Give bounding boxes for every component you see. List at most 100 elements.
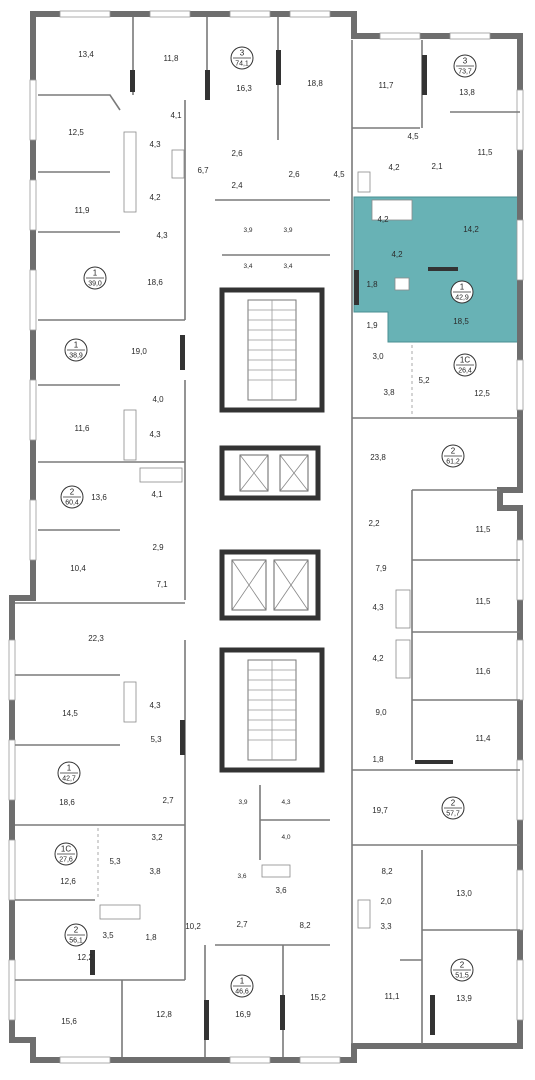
badge-area: 39,0	[88, 281, 102, 288]
room-area: 19,0	[131, 347, 147, 356]
room-area: 11,5	[478, 148, 494, 157]
room-area: 3,6	[275, 886, 287, 895]
room-area: 4,0	[152, 395, 164, 404]
badge-rooms: 1	[67, 764, 72, 773]
stair-core-top	[219, 287, 325, 413]
room-area: 4,5	[407, 132, 419, 141]
apartment-badge[interactable]: 1С 27,6	[54, 842, 78, 866]
room-area: 8,2	[299, 921, 311, 930]
room-area: 15,6	[61, 1017, 77, 1026]
room-area: 2,0	[380, 897, 392, 906]
room-area: 11,7	[379, 81, 395, 90]
badge-rooms: 1С	[61, 845, 71, 854]
badge-area: 61,2	[446, 459, 460, 466]
room-area: 10,2	[185, 922, 201, 931]
room-area: 12,8	[156, 1010, 172, 1019]
room-area: 15,2	[310, 993, 326, 1002]
badge-rooms: 1	[93, 269, 98, 278]
room-area: 3,9	[243, 227, 252, 234]
room-area: 5,3	[109, 857, 121, 866]
badge-area: 73,7	[458, 69, 472, 76]
room-area: 2,7	[236, 920, 248, 929]
badge-area: 38,9	[69, 353, 83, 360]
apartment-badge[interactable]: 1С 26,4	[453, 353, 477, 377]
room-area: 12,5	[68, 128, 84, 137]
room-area: 2,6	[288, 170, 300, 179]
elevator-block-top	[219, 445, 321, 501]
room-area: 4,3	[372, 603, 384, 612]
room-area: 3,4	[243, 263, 252, 270]
apartment-badge[interactable]: 2 57,7	[441, 796, 465, 820]
room-area: 7,9	[375, 564, 387, 573]
badge-rooms: 2	[70, 488, 75, 497]
room-area: 4,3	[156, 231, 168, 240]
room-area: 2,9	[152, 543, 164, 552]
room-area: 3,8	[383, 388, 395, 397]
badge-area: 46,6	[235, 989, 249, 996]
badge-area: 26,4	[458, 368, 472, 375]
apartment-badge[interactable]: 2 60,4	[60, 485, 84, 509]
badge-rooms: 1	[460, 283, 465, 292]
room-area: 13,4	[78, 50, 94, 59]
room-area: 4,3	[281, 799, 290, 806]
room-area: 5,2	[418, 376, 430, 385]
room-area: 18,6	[147, 278, 163, 287]
room-area: 5,3	[150, 735, 162, 744]
room-area: 3,4	[283, 263, 292, 270]
apartment-badge[interactable]: 3 74,1	[230, 46, 254, 70]
badge-area: 42,7	[62, 776, 76, 783]
badge-rooms: 2	[451, 799, 456, 808]
apartment-badge[interactable]: 2 51,5	[450, 958, 474, 982]
badge-rooms: 2	[460, 961, 465, 970]
room-area: 3,9	[283, 227, 292, 234]
apartment-badge[interactable]: 1 42,9	[450, 280, 474, 304]
badge-rooms: 1	[240, 977, 245, 986]
apartment-badge[interactable]: 1 39,0	[83, 266, 107, 290]
room-area: 2,6	[231, 149, 243, 158]
apartment-badge[interactable]: 3 73,7	[453, 54, 477, 78]
room-area: 4,3	[149, 430, 161, 439]
badge-rooms: 1	[74, 341, 79, 350]
room-area: 12,5	[474, 389, 490, 398]
room-area: 7,1	[156, 580, 168, 589]
apartment-badge[interactable]: 1 42,7	[57, 761, 81, 785]
room-area: 11,1	[385, 992, 401, 1001]
room-area: 16,3	[236, 84, 252, 93]
structural-walls	[90, 50, 458, 1040]
room-area: 23,8	[370, 453, 386, 462]
room-area: 2,2	[368, 519, 380, 528]
elevator-block-bottom	[219, 549, 321, 621]
interior-walls	[15, 17, 520, 1057]
room-area: 12,2	[77, 953, 93, 962]
stair-core-bottom	[219, 647, 325, 773]
apartment-badge[interactable]: 2 56,1	[64, 923, 88, 947]
room-area: 3,9	[238, 799, 247, 806]
badge-rooms: 3	[240, 49, 245, 58]
room-area: 3,5	[102, 931, 114, 940]
room-area: 4,2	[377, 215, 389, 224]
badge-area: 57,7	[446, 811, 460, 818]
apartment-badge[interactable]: 2 61,2	[441, 444, 465, 468]
room-area: 11,5	[476, 525, 492, 534]
room-area: 10,4	[70, 564, 86, 573]
room-area: 1,8	[372, 755, 384, 764]
room-area: 3,8	[149, 867, 161, 876]
badge-area: 42,9	[455, 295, 469, 302]
room-area: 1,8	[145, 933, 157, 942]
apartment-badge[interactable]: 1 38,9	[64, 338, 88, 362]
badge-rooms: 2	[74, 926, 79, 935]
room-area: 2,4	[231, 181, 243, 190]
room-area: 18,8	[307, 79, 323, 88]
badge-area: 27,6	[59, 857, 73, 864]
outer-wall-left	[9, 11, 523, 1063]
room-area: 4,2	[372, 654, 384, 663]
room-labels: 13,4 11,8 16,3 18,8 11,7 13,8 4,1 12,5 4…	[59, 50, 493, 1026]
room-area: 11,5	[476, 597, 492, 606]
apartment-badge[interactable]: 1 46,6	[230, 974, 254, 998]
room-area: 19,7	[372, 806, 388, 815]
room-area: 1,8	[366, 280, 378, 289]
room-area: 11,8	[164, 54, 180, 63]
room-area: 4,0	[281, 834, 290, 841]
bathroom-fixture	[394, 277, 410, 291]
